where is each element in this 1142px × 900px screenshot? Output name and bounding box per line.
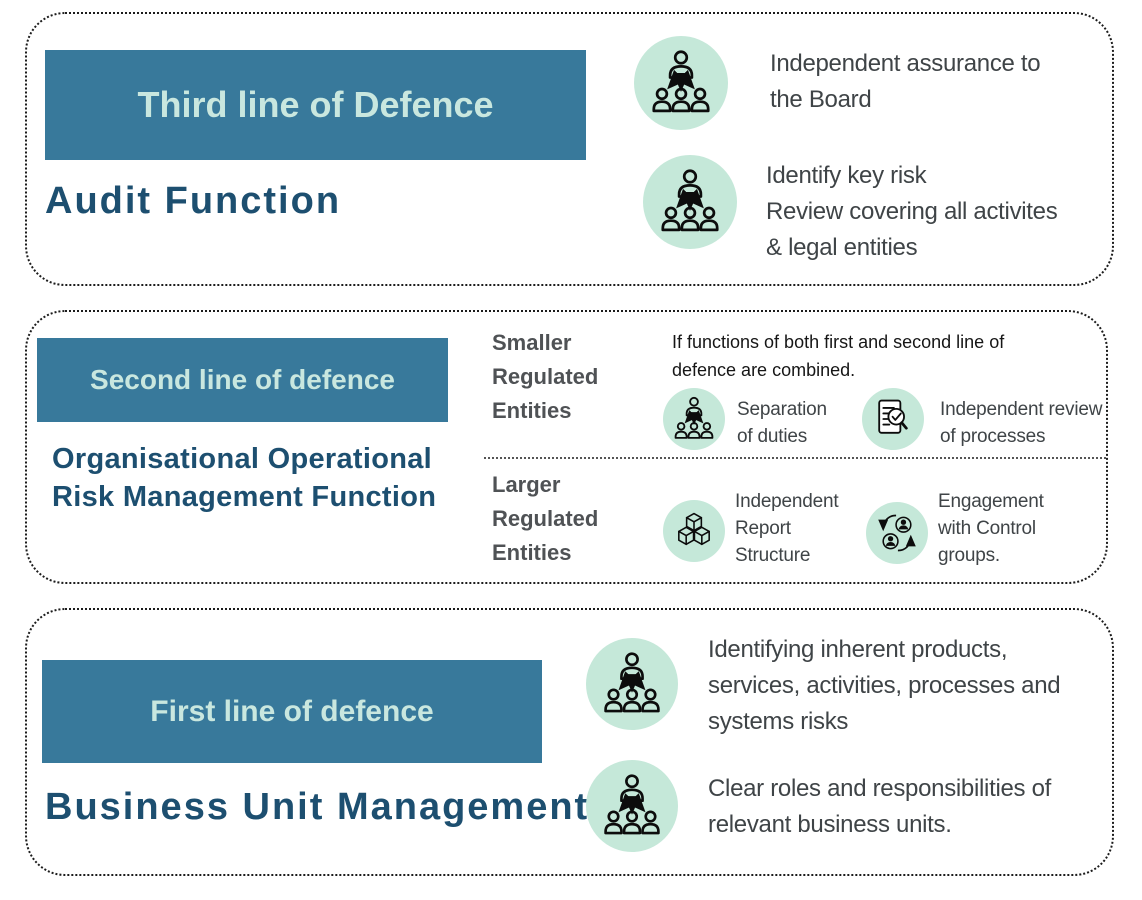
smaller-entity-item-text: Separation of duties (737, 399, 827, 447)
larger-entities-label: Larger Regulated Entities (492, 472, 599, 565)
org-chart-icon (634, 36, 728, 130)
panel-first-line: First line of defence Business Unit Mana… (25, 608, 1114, 876)
first-line-banner: First line of defence (42, 660, 542, 763)
larger-entity-item-text: Independent Report Structure (735, 491, 839, 566)
audit-function-heading: Audit Function (45, 180, 342, 222)
first-line-item-text: Identifying inherent products, services,… (708, 636, 1061, 735)
smaller-entity-item-text: Independent review of processes (940, 399, 1103, 447)
first-line-item-text: Clear roles and responsibilities of rele… (708, 775, 1052, 838)
report-structure-cubes-icon (663, 500, 725, 562)
panel-second-line: Second line of defence Organisational Op… (25, 310, 1108, 584)
org-chart-icon (586, 638, 678, 730)
independent-review-icon (862, 388, 924, 450)
combined-functions-note: If functions of both first and second li… (672, 332, 1005, 380)
panel-third-line: Third line of Defence Audit Function Ind… (25, 12, 1114, 286)
org-chart-icon (586, 760, 678, 852)
third-line-item-text: Identify key risk Review covering all ac… (766, 162, 1058, 261)
first-line-banner-label: First line of defence (150, 694, 434, 728)
operational-risk-heading: Organisational Operational Risk Manageme… (52, 443, 437, 513)
third-line-banner-label: Third line of Defence (137, 84, 494, 125)
third-line-item-text: Independent assurance to the Board (770, 50, 1041, 113)
second-line-banner: Second line of defence (37, 338, 448, 422)
third-line-banner: Third line of Defence (45, 50, 586, 160)
business-unit-heading: Business Unit Management (45, 786, 590, 828)
second-line-banner-label: Second line of defence (90, 364, 395, 395)
larger-entity-item-text: Engagement with Control groups. (938, 491, 1044, 566)
smaller-entities-label: Smaller Regulated Entities (492, 330, 599, 423)
section-divider (484, 457, 1106, 459)
org-chart-icon (643, 155, 737, 249)
separation-of-duties-icon (663, 388, 725, 450)
engagement-cycle-icon (866, 502, 928, 564)
